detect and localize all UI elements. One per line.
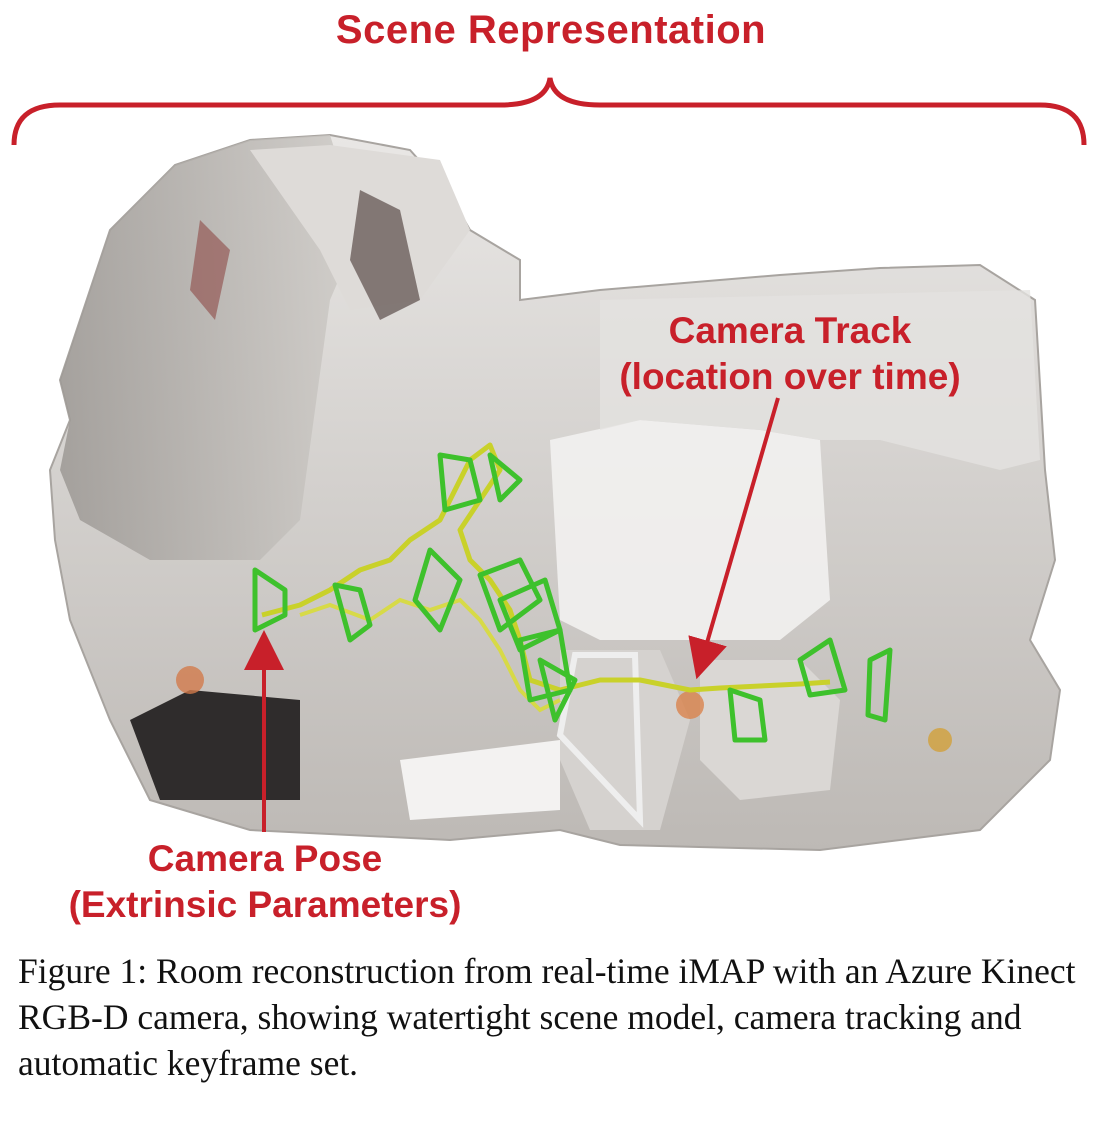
camera-pose-subtitle: (Extrinsic Parameters) [68,884,462,925]
keyframe-cameras [252,452,893,743]
curly-brace [11,77,1087,146]
figure-caption: Figure 1: Room reconstruction from real-… [18,951,1076,1083]
camera-track [261,442,831,693]
camera-track-title: Camera Track [668,310,912,351]
scene-representation-label: Scene Representation [335,8,767,52]
camera-pose-label: Camera Pose (Extrinsic Parameters) [20,836,510,928]
camera-track-subtitle: (location over time) [619,356,961,397]
room-mesh [48,133,1062,852]
camera-track-arrow [688,397,780,680]
camera-pose-title: Camera Pose [147,838,383,879]
camera-track-label: Camera Track (location over time) [560,308,1020,400]
room-reconstruction-figure [11,77,1087,852]
